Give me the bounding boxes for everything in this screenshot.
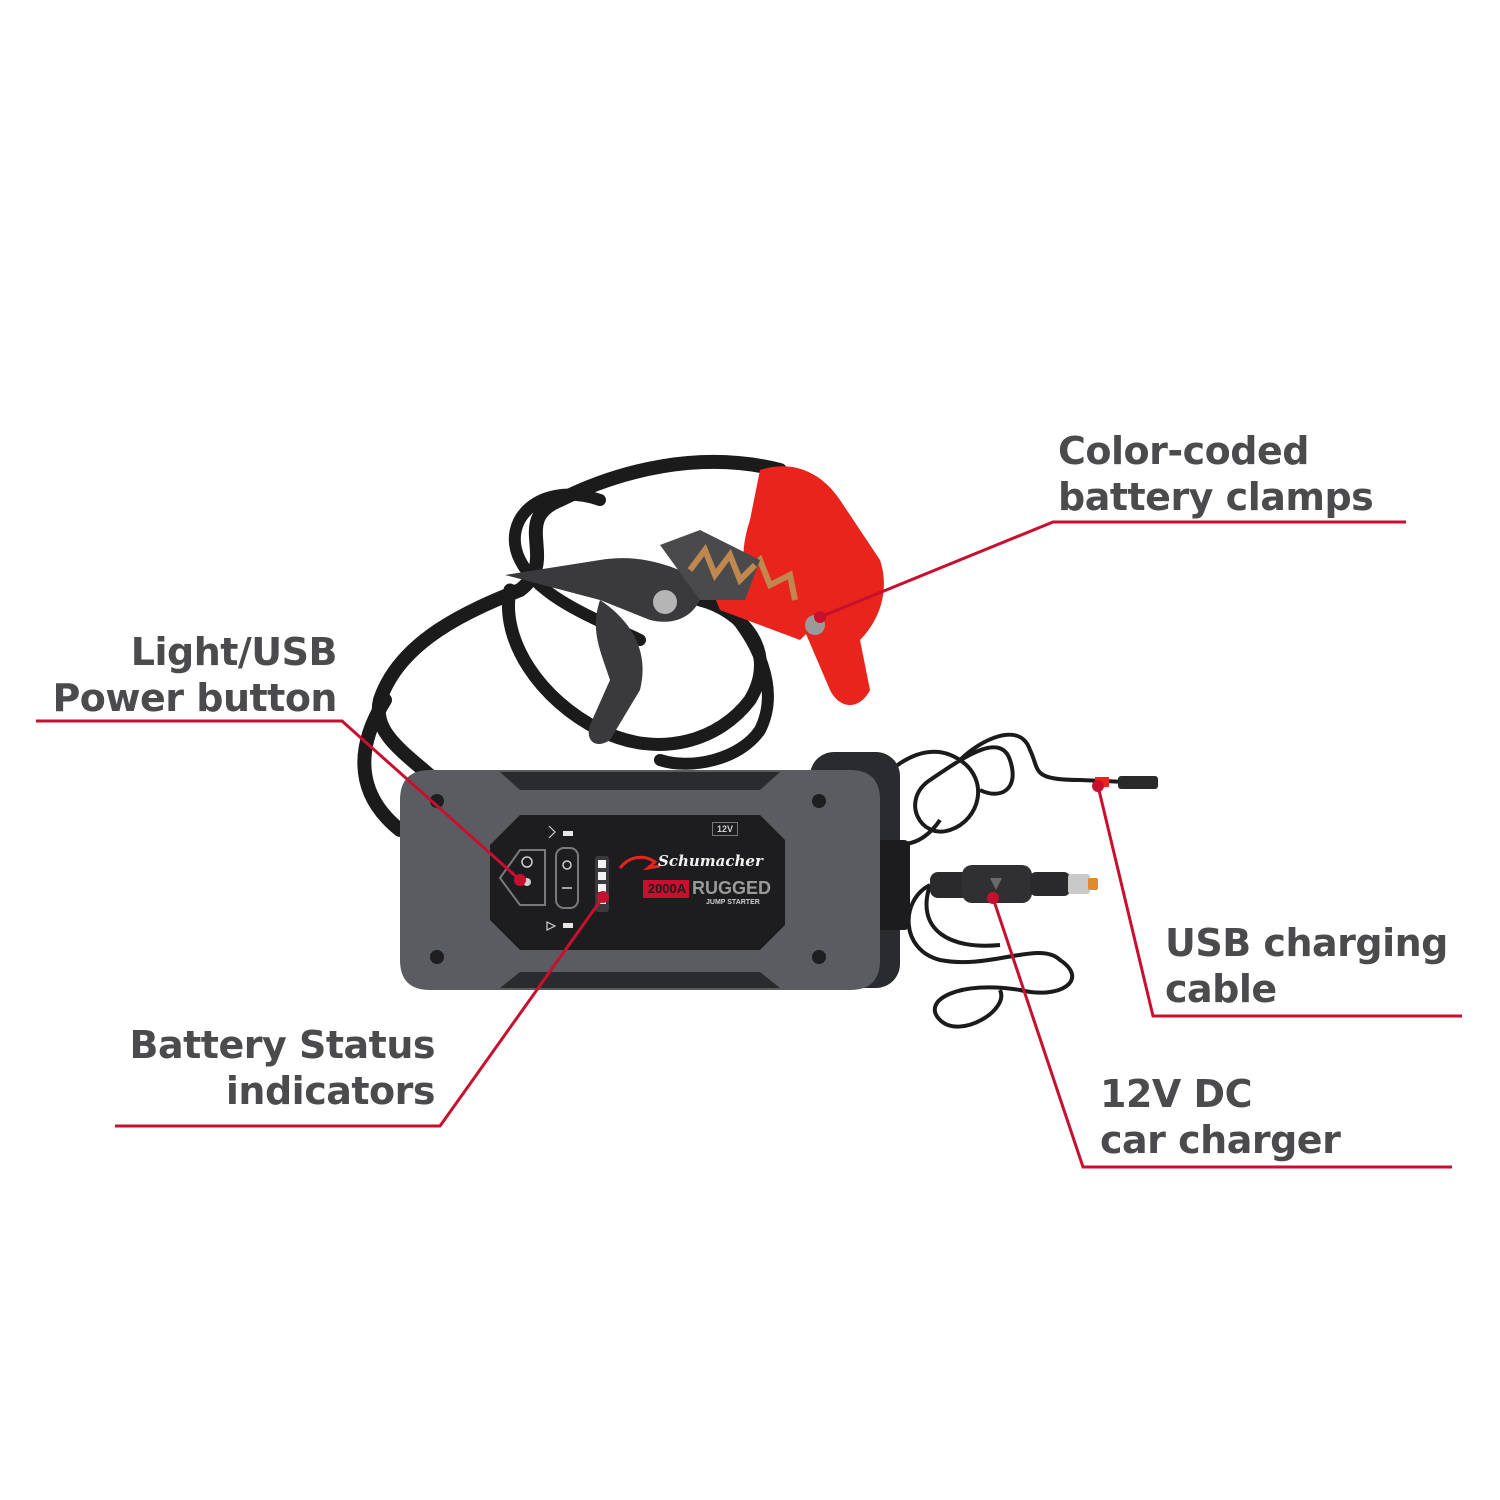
jumper-cables xyxy=(357,455,787,837)
callout-power-button-line-1: Light/USB xyxy=(130,630,338,674)
callout-power-button-line-2: Power button xyxy=(52,676,337,720)
usb-charging-cable xyxy=(878,732,1151,846)
callout-car-charger-line-1: 12V DC xyxy=(1100,1072,1252,1116)
car-charger-cable xyxy=(906,883,1075,1029)
voltage-badge: 12V xyxy=(712,822,739,836)
light-icon xyxy=(548,825,556,839)
rating-badge xyxy=(643,880,689,898)
callout-battery-status: Battery Status indicators xyxy=(129,1022,436,1114)
brand-swoosh-icon xyxy=(618,855,661,871)
callout-car-charger: 12V DC car charger xyxy=(1100,1071,1341,1163)
callout-battery-status-line-2: indicators xyxy=(225,1069,436,1113)
black-battery-clamp xyxy=(505,530,760,745)
callout-power-button: Light/USB Power button xyxy=(52,629,337,721)
callout-usb-cable-line-1: USB charging xyxy=(1165,921,1448,965)
callout-usb-cable: USB charging cable xyxy=(1165,920,1448,1012)
callout-battery-clamps-line-1: Color-coded xyxy=(1058,429,1309,473)
callout-battery-status-line-1: Battery Status xyxy=(129,1023,436,1067)
rating-text: 2000A xyxy=(647,881,687,896)
brand-logo: Schumacher xyxy=(658,852,763,870)
callout-battery-clamps-line-2: battery clamps xyxy=(1058,475,1374,519)
product-line: RUGGED xyxy=(692,878,772,898)
top-indicator-light xyxy=(563,831,573,836)
leader-lines xyxy=(36,520,1462,1169)
usb-c-connector xyxy=(1118,776,1158,789)
callout-battery-clamps: Color-coded battery clamps xyxy=(1058,428,1374,520)
bottom-indicator-light xyxy=(563,923,573,928)
leader-dots xyxy=(514,611,1104,904)
car-charger-plug xyxy=(930,865,1098,903)
product-subtitle: JUMP STARTER xyxy=(706,899,760,906)
warning-icon xyxy=(546,921,557,931)
callout-usb-cable-line-2: cable xyxy=(1165,967,1277,1011)
callout-car-charger-line-2: car charger xyxy=(1100,1118,1341,1162)
mode-button[interactable] xyxy=(555,847,579,909)
